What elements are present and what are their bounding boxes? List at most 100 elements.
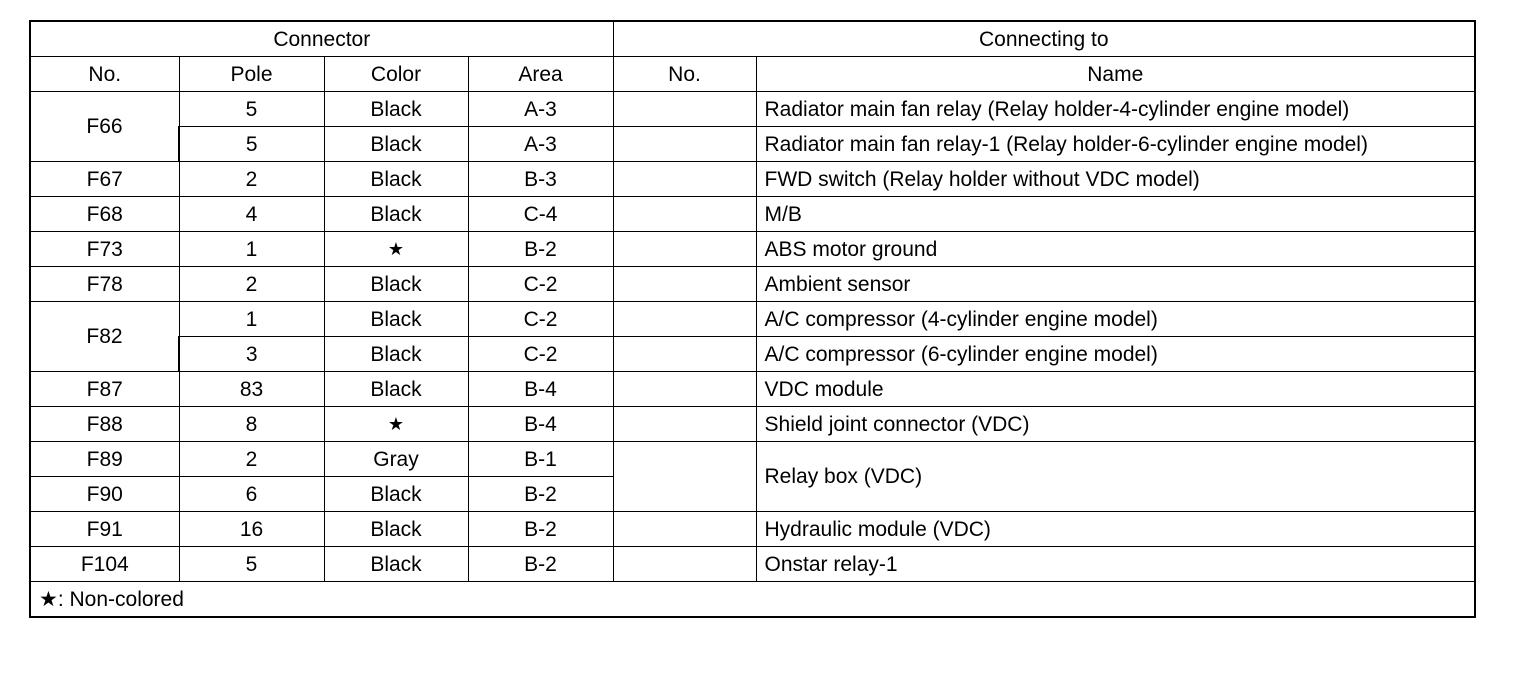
table-row: 5 Black A-3 Radiator main fan relay-1 (R… [30,126,1477,162]
cell-color: Black [323,196,469,232]
cell-area: C-4 [467,196,614,232]
cell-name: Relay box (VDC) [755,441,1477,512]
connector-table: Connector Connecting to No. Pole Color A… [28,20,1477,618]
cell-color: Black [323,336,469,372]
cell-no: F91 [29,511,180,547]
cell-to-no [612,511,757,547]
cell-area: A-3 [467,126,614,162]
cell-name: ABS motor ground [755,231,1477,267]
cell-to-no [612,371,757,407]
cell-color: Black [323,476,469,512]
cell-no: F104 [29,546,180,582]
table-row: F82 1 Black C-2 A/C compressor (4-cylind… [29,301,1477,372]
cell-pole: 6 [178,476,325,512]
cell-name: M/B [755,196,1477,232]
column-header-to-no: No. [612,56,757,92]
cell-pole: 5 [178,126,325,162]
group-header-connecting-to: Connecting to [612,20,1477,57]
table-row: F78 2 Black C-2 Ambient sensor [29,266,1477,302]
cell-to-no [612,441,757,512]
group-header-connector: Connector [28,20,614,57]
cell-pole: 4 [178,196,325,232]
cell-to-no [612,161,757,197]
cell-pole: 1 [178,231,325,267]
cell-no: F78 [29,266,180,302]
cell-color: Black [323,511,469,547]
column-header-area: Area [467,56,614,92]
cell-color: Black [323,371,469,407]
cell-color: Black [323,266,469,302]
cell-color: Black [323,126,469,162]
cell-name: VDC module [755,371,1477,407]
cell-to-no [612,546,757,582]
table-row: F88 8 ★ B-4 Shield joint connector (VDC) [29,406,1477,442]
cell-no: F66 [29,91,180,162]
cell-area: C-2 [467,336,614,372]
cell-color: Black [323,161,469,197]
cell-no: F88 [29,406,180,442]
column-header-color: Color [323,56,469,92]
cell-area: B-1 [467,441,614,477]
cell-pole: 8 [178,406,325,442]
cell-to-no [612,196,757,232]
connector-table-sheet: Connector Connecting to No. Pole Color A… [28,20,1477,618]
cell-to-no [612,406,757,442]
table-row: F67 2 Black B-3 FWD switch (Relay holder… [29,161,1477,197]
table-row: F68 4 Black C-4 M/B [29,196,1477,232]
cell-name: Radiator main fan relay (Relay holder-4-… [755,91,1477,127]
cell-no: F87 [29,371,180,407]
cell-pole: 2 [178,161,325,197]
column-header-name: Name [755,56,1477,92]
cell-name: Radiator main fan relay-1 (Relay holder-… [755,126,1477,162]
cell-to-no [612,126,757,162]
cell-color: Black [323,91,469,127]
cell-color: Black [323,301,469,337]
cell-pole: 3 [178,336,325,372]
cell-area: B-2 [467,511,614,547]
cell-name: A/C compressor (4-cylinder engine model) [755,301,1477,337]
cell-name: Shield joint connector (VDC) [755,406,1477,442]
cell-area: B-2 [467,476,614,512]
cell-color: Gray [323,441,469,477]
cell-name: Onstar relay-1 [755,546,1477,582]
cell-name: Hydraulic module (VDC) [755,511,1477,547]
cell-pole: 2 [178,441,325,477]
table-row: F87 83 Black B-4 VDC module [29,371,1477,407]
table-row: 3 Black C-2 A/C compressor (6-cylinder e… [30,336,1477,372]
table-row: F73 1 ★ B-2 ABS motor ground [29,231,1477,267]
cell-area: A-3 [467,91,614,127]
cell-no: F73 [29,231,180,267]
cell-pole: 5 [178,91,325,127]
cell-to-no [612,91,757,127]
column-header-no: No. [29,56,180,92]
cell-name: Ambient sensor [755,266,1477,302]
cell-no: F68 [29,196,180,232]
cell-name: A/C compressor (6-cylinder engine model) [755,336,1477,372]
cell-area: C-2 [467,301,614,337]
cell-color: ★ [323,406,469,442]
cell-area: B-2 [467,546,614,582]
cell-no: F82 [29,301,180,372]
cell-no: F90 [29,476,180,512]
cell-name: FWD switch (Relay holder without VDC mod… [755,161,1477,197]
cell-color: Black [323,546,469,582]
cell-to-no [612,301,757,337]
cell-pole: 5 [178,546,325,582]
cell-no: F89 [29,441,180,477]
cell-area: C-2 [467,266,614,302]
cell-to-no [612,231,757,267]
footnote-row: ★: Non-colored [28,581,1477,618]
cell-pole: 1 [178,301,325,337]
table-row: F104 5 Black B-2 Onstar relay-1 [29,546,1477,582]
cell-pole: 16 [178,511,325,547]
table-row: F89 2 Gray B-1 Relay box (VDC) [29,441,1477,512]
column-header-pole: Pole [178,56,325,92]
table-row: F91 16 Black B-2 Hydraulic module (VDC) [29,511,1477,547]
cell-to-no [612,266,757,302]
cell-area: B-4 [467,371,614,407]
cell-color: ★ [323,231,469,267]
cell-pole: 83 [178,371,325,407]
footnote: ★: Non-colored [28,581,1477,618]
cell-area: B-3 [467,161,614,197]
cell-area: B-4 [467,406,614,442]
